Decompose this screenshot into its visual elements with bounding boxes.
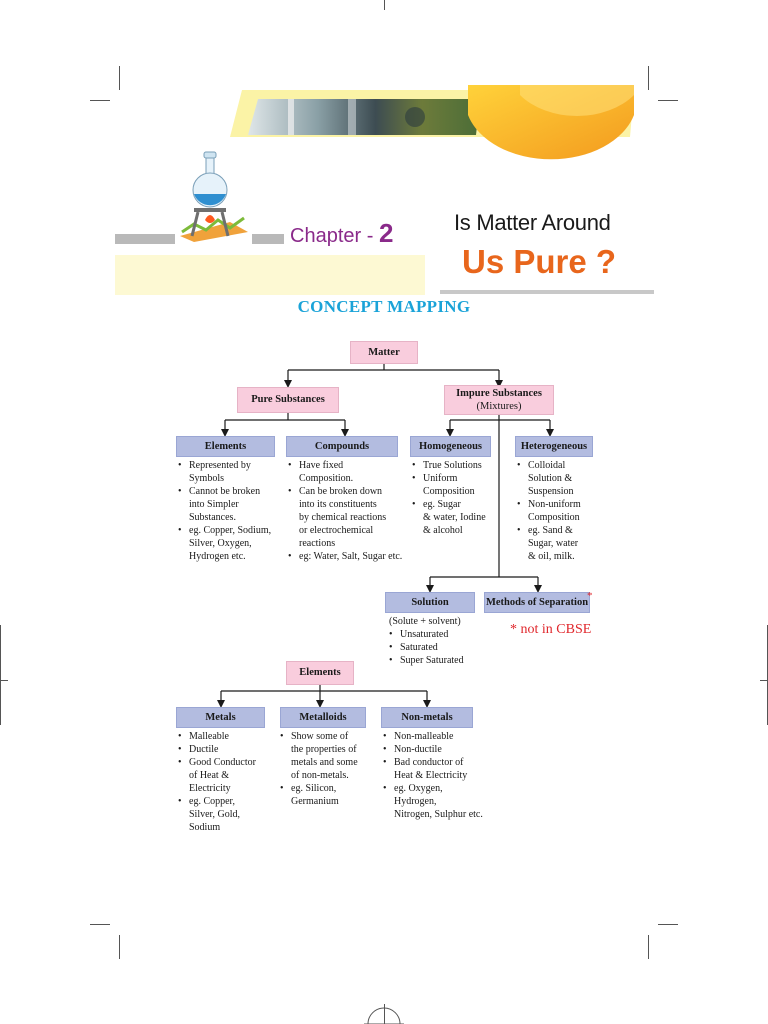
elements-label: Elements (204, 441, 247, 452)
nonmetals-points: Non-malleable Non-ductile Bad conductor … (383, 730, 493, 821)
matter-label: Matter (368, 346, 400, 358)
list-item: Saturated (389, 641, 489, 654)
elements-root-box: Elements (286, 661, 354, 685)
solution-label: Solution (411, 597, 449, 608)
compounds-box: Compounds (286, 436, 398, 457)
matter-box: Matter (350, 341, 418, 364)
crop-mark (648, 935, 649, 959)
crop-mark (648, 66, 649, 90)
title-rule (440, 290, 654, 294)
list-item: Non-uniform Composition (517, 498, 597, 524)
crop-mark (658, 100, 678, 101)
crop-mark (0, 680, 8, 681)
cbse-note: * not in CBSE (510, 622, 592, 637)
homogeneous-label: Homogeneous (419, 441, 482, 452)
list-item: Uniform Composition (412, 472, 502, 498)
crop-mark (90, 924, 110, 925)
impure-substances-label: Impure Substances (456, 387, 542, 399)
crop-mark (384, 0, 385, 10)
metals-label: Metals (205, 712, 236, 723)
list-item: eg. Copper, Sodium, Silver, Oxygen, Hydr… (178, 524, 288, 563)
chapter-title-line2: Us Pure ? (462, 243, 617, 280)
pure-substances-label: Pure Substances (251, 394, 325, 406)
chapter-rule-left (115, 234, 175, 244)
nonmetals-box: Non-metals (381, 707, 473, 728)
list-item: eg. Oxygen, Hydrogen, Nitrogen, Sulphur … (383, 782, 493, 821)
methods-of-separation-label: Methods of Separation (485, 597, 589, 608)
chapter-number: 2 (378, 218, 394, 248)
chapter-label-text: Chapter - (290, 225, 379, 247)
crop-mark (90, 100, 110, 101)
list-item: Non-malleable (383, 730, 493, 743)
list-item: eg. Copper, Silver, Gold, Sodium (178, 795, 278, 834)
pure-substances-box: Pure Substances (237, 387, 339, 413)
list-item: Non-ductile (383, 743, 493, 756)
chapter-rule-mid (252, 234, 284, 244)
list-item: Bad conductor of Heat & Electricity (383, 756, 493, 782)
metals-points: Malleable Ductile Good Conductor of Heat… (178, 730, 278, 834)
list-item: Ductile (178, 743, 278, 756)
list-item: Colloidal Solution & Suspension (517, 459, 597, 498)
list-item: eg. Sand & Sugar, water & oil, milk. (517, 524, 597, 563)
header-banner (230, 85, 634, 160)
crop-mark (0, 625, 1, 725)
crop-mark (119, 935, 120, 959)
separation-asterisk: * (587, 590, 593, 602)
list-item: Super Saturated (389, 654, 489, 667)
heterogeneous-box: Heterogeneous (515, 436, 593, 457)
chapter-band (115, 255, 425, 295)
heterogeneous-points: Colloidal Solution & Suspension Non-unif… (517, 459, 597, 563)
homogeneous-box: Homogeneous (410, 436, 491, 457)
crop-mark (658, 924, 678, 925)
list-item: Have fixed Composition. (288, 459, 408, 485)
list-item: Unsaturated (389, 628, 489, 641)
list-item: Malleable (178, 730, 278, 743)
methods-of-separation-box: Methods of Separation (484, 592, 590, 613)
chapter-label: Chapter - 2 (290, 218, 393, 249)
elements-points: Represented by Symbols Cannot be broken … (178, 459, 288, 563)
chapter-title-line1: Is Matter Around (454, 210, 611, 235)
list-item: Cannot be broken into Simpler Substances… (178, 485, 288, 524)
list-item: Can be broken down into its constituents… (288, 485, 408, 550)
list-item: eg. Silicon, Germanium (280, 782, 380, 808)
list-item: eg: Water, Salt, Sugar etc. (288, 550, 408, 563)
crop-mark (760, 680, 768, 681)
homogeneous-points: True Solutions Uniform Composition eg. S… (412, 459, 502, 537)
metalloids-box: Metalloids (280, 707, 366, 728)
solution-box: Solution (385, 592, 475, 613)
metals-box: Metals (176, 707, 265, 728)
metalloids-points: Show some of the properties of metals an… (280, 730, 380, 808)
list-item: eg. Sugar & water, Iodine & alcohol (412, 498, 502, 537)
solution-points: Unsaturated Saturated Super Saturated (389, 628, 489, 667)
section-heading: CONCEPT MAPPING (297, 297, 471, 316)
list-item: Represented by Symbols (178, 459, 288, 485)
solution-note: (Solute + solvent) (389, 616, 461, 627)
elements-root-label: Elements (299, 667, 341, 679)
nonmetals-label: Non-metals (401, 712, 453, 723)
flask-illustration (180, 151, 248, 242)
crop-mark (119, 66, 120, 90)
crop-mark (384, 1004, 385, 1024)
registration-mark (364, 1007, 404, 1024)
elements-box: Elements (176, 436, 275, 457)
compounds-points: Have fixed Composition. Can be broken do… (288, 459, 408, 563)
heterogeneous-label: Heterogeneous (520, 441, 588, 452)
impure-substances-box: Impure Substances (Mixtures) (444, 385, 554, 415)
metalloids-label: Metalloids (299, 712, 347, 723)
compounds-label: Compounds (314, 441, 370, 452)
list-item: True Solutions (412, 459, 502, 472)
list-item: Good Conductor of Heat & Electricity (178, 756, 278, 795)
impure-substances-subtitle: (Mixtures) (476, 401, 522, 412)
list-item: Show some of the properties of metals an… (280, 730, 380, 782)
